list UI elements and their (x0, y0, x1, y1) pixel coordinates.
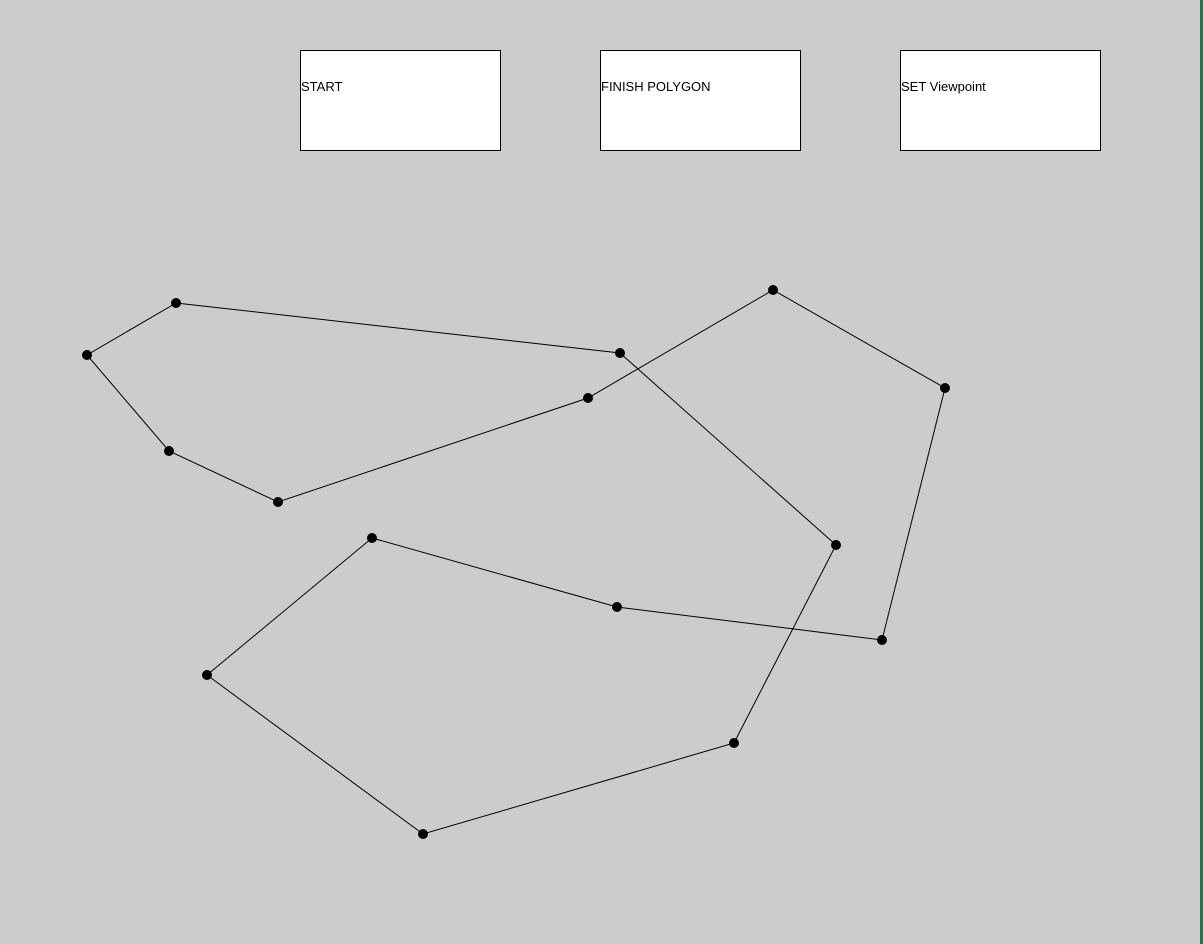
set-viewpoint-button[interactable]: SET Viewpoint (900, 50, 1101, 151)
vertex-icon[interactable] (615, 348, 625, 358)
start-button[interactable]: START (300, 50, 501, 151)
vertex-icon[interactable] (583, 393, 593, 403)
vertex-icon[interactable] (831, 540, 841, 550)
vertex-icon[interactable] (418, 829, 428, 839)
vertex-icon[interactable] (202, 670, 212, 680)
vertex-icon[interactable] (729, 738, 739, 748)
set-viewpoint-button-label: SET Viewpoint (901, 79, 986, 94)
finish-polygon-button[interactable]: FINISH POLYGON (600, 50, 801, 151)
finish-polygon-button-label: FINISH POLYGON (601, 79, 711, 94)
vertex-icon[interactable] (768, 285, 778, 295)
vertex-icon[interactable] (164, 446, 174, 456)
window-right-border (1200, 0, 1203, 944)
vertex-icon[interactable] (940, 383, 950, 393)
start-button-label: START (301, 79, 343, 94)
polygon-vertices (82, 285, 950, 839)
vertex-icon[interactable] (612, 602, 622, 612)
vertex-icon[interactable] (273, 497, 283, 507)
vertex-icon[interactable] (171, 298, 181, 308)
vertex-icon[interactable] (877, 635, 887, 645)
vertex-icon[interactable] (82, 350, 92, 360)
polygon-1-outline (86, 289, 946, 835)
vertex-icon[interactable] (367, 533, 377, 543)
